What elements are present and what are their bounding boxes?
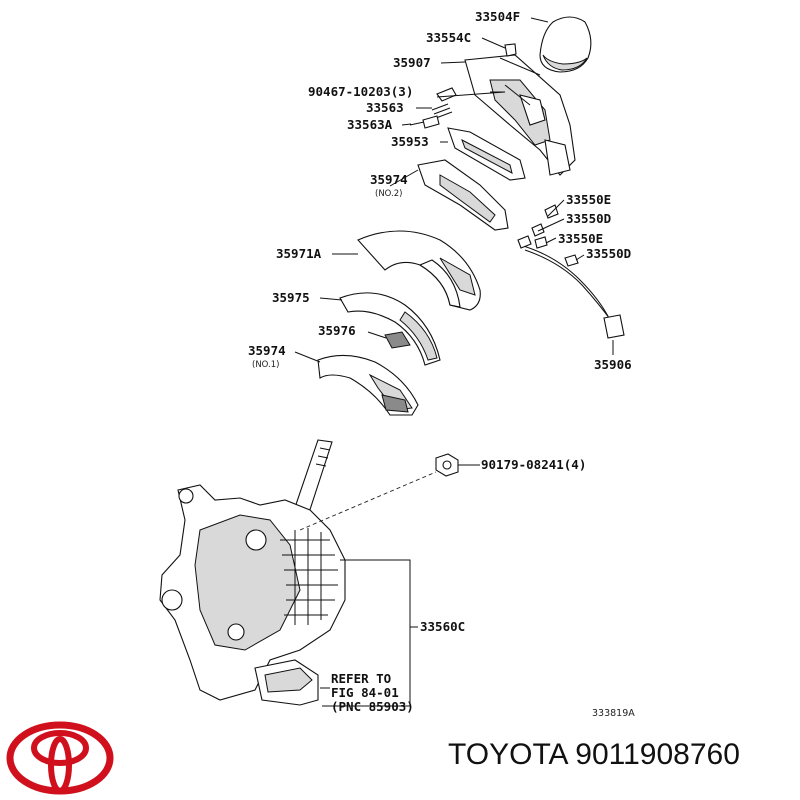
indicator-housing-35974-no2 [417,159,509,231]
label-35976: 35976 [318,323,356,338]
nut-dashed-guide [299,471,437,531]
slide-plate-35953 [447,127,526,181]
label-35953: 35953 [391,134,429,149]
label-35974-no1-sub: (NO.1) [252,360,279,370]
part-number: 9011908760 [575,738,740,771]
label-33550D-2: 33550D [586,246,631,261]
label-35974-no2-sub: (NO.2) [375,189,402,199]
lens-35976 [384,331,411,349]
label-35906: 35906 [594,357,632,372]
part-labels: 33504F 33554C 35907 90467-10203(3) 33563… [248,9,635,719]
toyota-logo [6,721,114,795]
leader-lines [294,17,585,707]
cover-35971A [357,230,481,311]
shift-knob-33504F [539,16,592,73]
indicator-housing-35974-no1 [317,354,419,416]
refer-line-2: FIG 84-01 [331,685,399,700]
label-33560C: 33560C [420,619,465,634]
label-35971A: 35971A [276,246,322,261]
label-90467-10203: 90467-10203(3) [308,84,413,99]
label-35974-no1: 35974 [248,343,286,358]
footer-caption: TOYOTA 9011908760 [448,738,740,772]
plate-35975 [339,292,441,366]
label-33550E-1: 33550E [566,192,611,207]
label-33550E-2: 33550E [558,231,603,246]
spring-parts [409,87,457,129]
refer-line-1: REFER TO [331,671,391,686]
clip-33554C [504,43,517,57]
upper-bezel-35907 [464,54,576,176]
label-35974-no2: 35974 [370,172,408,187]
label-33504F: 33504F [475,9,520,24]
shift-lever-assembly-33560C [159,439,346,706]
label-33563A: 33563A [347,117,393,132]
refer-line-3: (PNC 85903) [331,699,414,714]
label-33550D-1: 33550D [566,211,611,226]
wire-harness-35906 [517,204,625,355]
label-35975: 35975 [272,290,310,305]
nut-90179 [435,453,459,477]
label-90179-08241: 90179-08241(4) [481,457,586,472]
brand-name: TOYOTA [448,738,567,771]
label-33554C: 33554C [426,30,471,45]
figure-id: 333819A [592,708,635,719]
label-33563: 33563 [366,100,404,115]
label-35907: 35907 [393,55,431,70]
